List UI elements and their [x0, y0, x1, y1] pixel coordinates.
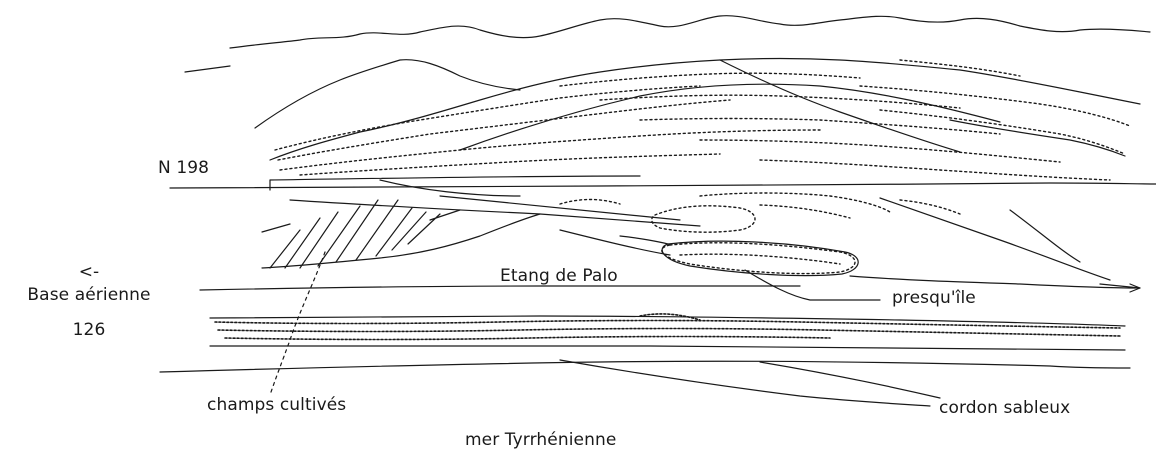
fields-label: champs cultivés	[207, 395, 346, 415]
plain-line-right-2	[1010, 210, 1080, 262]
base-label-line2: 126	[73, 320, 106, 340]
plain-line-right	[880, 198, 1110, 280]
shore-right	[850, 276, 1140, 288]
shoreline-line	[160, 361, 1130, 372]
road-n198-line	[170, 183, 1156, 188]
road-label: N 198	[158, 158, 209, 178]
woodland-stipple	[275, 60, 1130, 180]
peninsula-neck	[620, 236, 668, 244]
hill-right-slope	[950, 120, 1125, 156]
sea-label: mer Tyrrhénienne	[465, 430, 616, 450]
lagoon-label: Etang de Palo	[500, 266, 618, 286]
far-ridge-line	[230, 16, 1150, 48]
leader-cordon	[760, 362, 940, 398]
plain-line-1	[290, 200, 700, 226]
plain-line-3	[380, 180, 520, 196]
lagoon-lower-edge	[200, 286, 800, 290]
plain-line-2	[440, 196, 680, 220]
field-hatch	[262, 200, 460, 268]
peninsula-outline	[662, 241, 858, 275]
sandbar-stipple	[215, 314, 1120, 340]
road-n198-edge	[270, 176, 640, 190]
plain-line-4	[560, 230, 670, 255]
sandbar-bottom-edge	[210, 346, 1125, 350]
base-label-line1: Base aérienne	[27, 285, 150, 305]
sandbar-label: cordon sableux	[939, 398, 1070, 418]
peninsula-label: presqu'île	[892, 288, 976, 308]
arrow-left-glyph: <-	[79, 262, 100, 282]
left-slope-line	[185, 66, 230, 72]
left-hill-line	[255, 60, 520, 128]
